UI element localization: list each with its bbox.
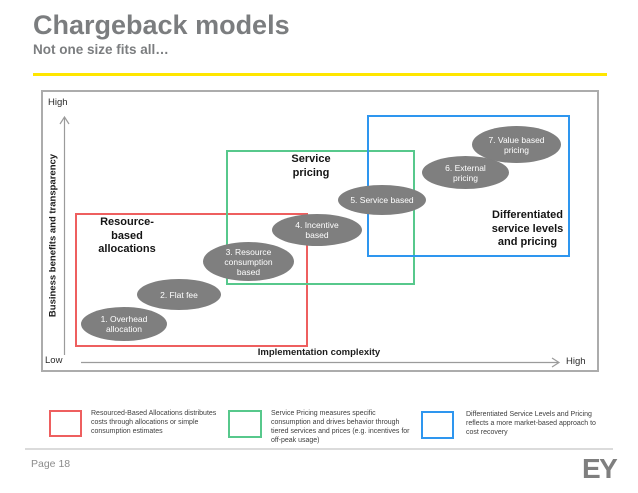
legend-text-differentiated: Differentiated Service Levels and Pricin… <box>466 411 596 436</box>
x-axis-label: Implementation complexity <box>257 347 381 358</box>
region-service-pricing-box <box>226 150 415 285</box>
y-axis-high-tick: High <box>48 97 68 108</box>
legend-swatch-differentiated <box>421 411 454 439</box>
page-subtitle: Not one size fits all… <box>33 42 169 57</box>
step-4-incentive-based: 4. Incentive based <box>272 214 362 246</box>
ey-logo: EY <box>582 453 618 484</box>
page-title: Chargeback models <box>33 10 290 40</box>
legend-swatch-resource <box>49 410 82 437</box>
x-axis-high-tick: High <box>566 356 586 367</box>
step-7-value-based-pricing: 7. Value based pricing <box>472 126 561 163</box>
page-number: Page 18 <box>31 458 71 470</box>
step-3-resource-consumption: 3. Resource consumption based <box>203 242 294 281</box>
y-axis-label: Business benefits and transparency <box>47 153 59 318</box>
region-resource-based-label: Resource- based allocations <box>98 216 156 255</box>
legend-text-service: Service Pricing measures specific consum… <box>271 410 410 444</box>
x-axis-arrow <box>81 357 561 368</box>
legend-text-resource: Resourced-Based Allocations distributes … <box>91 410 217 435</box>
region-differentiated-label: Differentiated service levels and pricin… <box>491 209 564 248</box>
footer-divider <box>25 448 613 450</box>
region-service-pricing-label: Service pricing <box>291 153 331 179</box>
accent-divider <box>33 73 607 76</box>
step-1-overhead-allocation: 1. Overhead allocation <box>81 307 167 341</box>
legend-swatch-service <box>228 410 262 438</box>
step-5-service-based: 5. Service based <box>338 185 426 215</box>
step-2-flat-fee: 2. Flat fee <box>137 279 221 310</box>
y-axis-arrow <box>59 115 70 355</box>
step-6-external-pricing: 6. External pricing <box>422 156 509 189</box>
y-axis-low-tick: Low <box>45 355 63 366</box>
region-resource-based-box <box>75 213 308 347</box>
